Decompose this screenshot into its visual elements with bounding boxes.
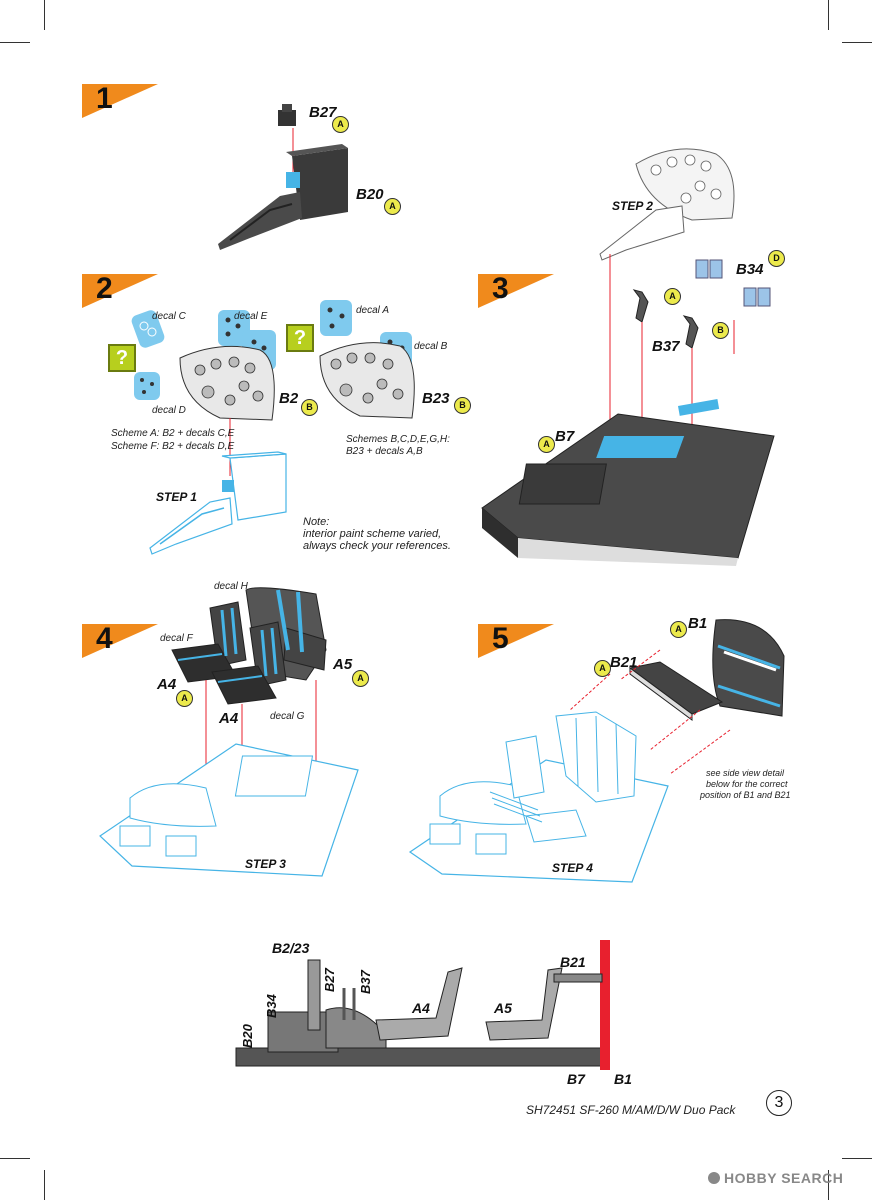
note-text: always check your references. [303, 540, 451, 552]
question-mark-icon: ? [108, 344, 136, 372]
decal-label-c: decal C [152, 311, 186, 322]
crop-mark [842, 1158, 872, 1159]
part-label-b27: B27 [309, 104, 337, 121]
side-label-a5: A5 [494, 1000, 512, 1016]
decal-label-d: decal D [152, 405, 186, 416]
crop-mark [828, 1170, 829, 1200]
part-label-a5: A5 [333, 656, 353, 673]
crop-mark [44, 1170, 45, 1200]
scheme-a-text: Scheme A: B2 + decals C,E [111, 428, 235, 439]
step-badge-2: 2 [82, 272, 158, 308]
prev-step-label: STEP 4 [552, 861, 593, 875]
part-label-a4: A4 [219, 710, 239, 727]
schemes-bcdegh-text: Schemes B,C,D,E,G,H: [346, 434, 450, 445]
side-view-note: below for the correct [706, 779, 788, 789]
crop-mark [842, 42, 872, 43]
crop-mark [0, 42, 30, 43]
step4-seats-illustration [171, 587, 327, 820]
step-badge-3: 3 [478, 272, 554, 308]
step-badge-4: 4 [82, 622, 158, 658]
b21-shelf-part [628, 661, 724, 721]
part-label-b2: B2 [279, 390, 299, 407]
part-code-badge: A [352, 670, 369, 687]
prev-step-label: STEP 3 [245, 857, 286, 871]
watermark-logo-icon [708, 1172, 720, 1184]
decal-label-e: decal E [234, 311, 268, 322]
step1-assembly-outline [149, 451, 287, 555]
question-mark-icon: ? [286, 324, 314, 352]
decal-label-f: decal F [160, 633, 193, 644]
step2-panels-illustration [131, 300, 415, 476]
decal-label-b: decal B [414, 341, 448, 352]
crop-mark [44, 0, 45, 30]
part-code-badge: B [454, 397, 471, 414]
part-label-b1: B1 [688, 615, 708, 632]
part-label-b21: B21 [610, 654, 638, 671]
side-label-a4: A4 [412, 1000, 430, 1016]
page-number: 3 [766, 1090, 792, 1116]
step1-illustration [218, 104, 348, 250]
part-label-b23: B23 [422, 390, 450, 407]
part-code-badge: D [768, 250, 785, 267]
part-code-badge: A [538, 436, 555, 453]
footer-title: SH72451 SF-260 M/AM/D/W Duo Pack [526, 1103, 736, 1117]
step4-assembly-outline [408, 711, 669, 883]
watermark: HOBBY SEARCH [708, 1170, 843, 1186]
note-text: Note: [303, 516, 330, 528]
side-label-b20: B20 [240, 1024, 255, 1048]
scheme-f-text: Scheme F: B2 + decals D,E [111, 441, 235, 452]
part-label-b20: B20 [356, 186, 384, 203]
side-label-b34: B34 [264, 994, 279, 1018]
part-label-b34: B34 [736, 261, 764, 278]
watermark-text: HOBBY SEARCH [724, 1170, 844, 1186]
prev-step-label: STEP 1 [156, 490, 197, 504]
side-view-note: see side view detail [706, 768, 785, 778]
step3-assembly-outline [99, 743, 359, 877]
side-label-b1: B1 [614, 1071, 632, 1087]
part-code-badge: A [332, 116, 349, 133]
part-label-a4: A4 [157, 676, 177, 693]
decal-label-h: decal H [214, 581, 248, 592]
part-code-badge: A [664, 288, 681, 305]
part-code-badge: A [670, 621, 687, 638]
decal-label-a: decal A [356, 305, 389, 316]
part-code-badge: A [176, 690, 193, 707]
step5-leader-lines [569, 649, 731, 775]
part-label-b7: B7 [555, 428, 575, 445]
crop-mark [828, 0, 829, 30]
schemes-bcdegh-text: B23 + decals A,B [346, 446, 423, 457]
decal-label-g: decal G [270, 711, 305, 722]
part-code-badge: B [301, 399, 318, 416]
part-label-b37: B37 [652, 338, 680, 355]
side-label-b2-23: B2/23 [272, 940, 310, 956]
b7-floor-illustration [481, 399, 775, 566]
step-badge-5: 5 [478, 622, 554, 658]
b1-bulkhead-part [712, 619, 785, 717]
side-label-b27: B27 [322, 968, 337, 992]
prev-step-label: STEP 2 [612, 199, 653, 213]
side-view-illustration [235, 940, 610, 1070]
part-code-badge: B [712, 322, 729, 339]
side-label-b7: B7 [567, 1071, 585, 1087]
part-code-badge: A [594, 660, 611, 677]
side-view-note: position of B1 and B21 [700, 790, 791, 800]
side-label-b21: B21 [560, 954, 586, 970]
step2-assembly-outline [599, 148, 735, 474]
step-badge-1: 1 [82, 82, 158, 118]
part-code-badge: A [384, 198, 401, 215]
crop-mark [0, 1158, 30, 1159]
b34-seatbelt-parts [695, 259, 771, 354]
side-label-b37: B37 [358, 970, 373, 994]
note-text: interior paint scheme varied, [303, 528, 442, 540]
